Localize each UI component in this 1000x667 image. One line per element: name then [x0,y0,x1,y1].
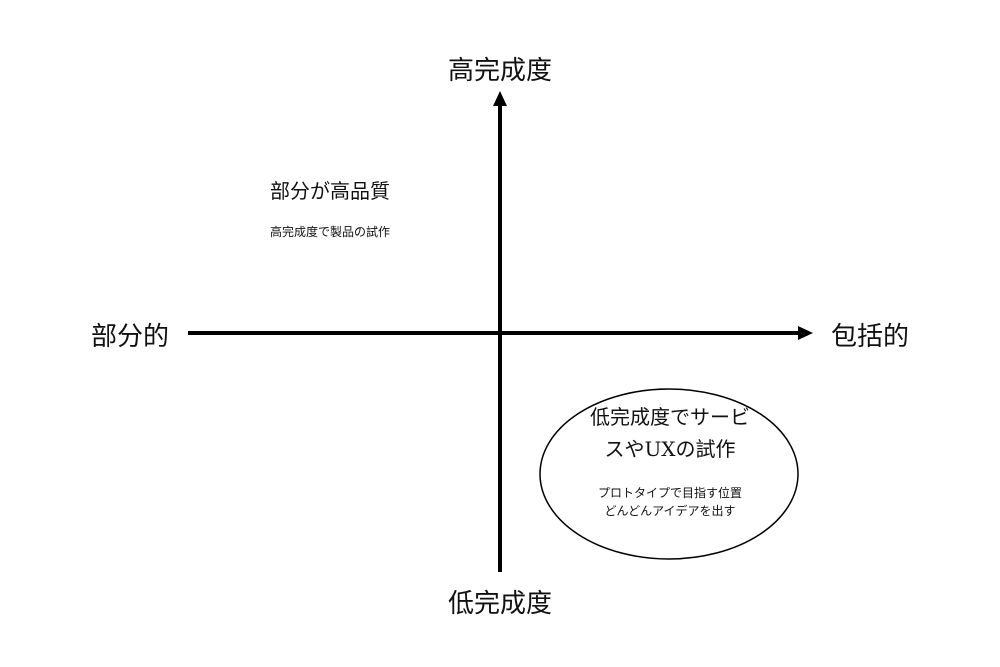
ellipse-note-line1: プロトタイプで目指す位置 [597,486,742,500]
target-ellipse [539,388,799,560]
ellipse-title-line1: 低完成度でサービ [590,405,750,429]
right-arrow-head [798,326,813,340]
axis-label-right: 包括的 [830,322,909,352]
quadrant-top-left-title: 部分が高品質 [270,179,390,203]
up-arrow-head [493,91,507,106]
quadrant-top-left-subtitle: 高完成度で製品の試作 [269,225,390,239]
ellipse-note-line2: どんどんアイデアを出す [604,504,736,518]
ellipse-title-line2: スやUXの試作 [604,437,736,461]
axis-label-bottom: 低完成度 [447,589,552,619]
axis-label-left: 部分的 [90,322,169,352]
axis-label-top: 高完成度 [447,56,552,86]
